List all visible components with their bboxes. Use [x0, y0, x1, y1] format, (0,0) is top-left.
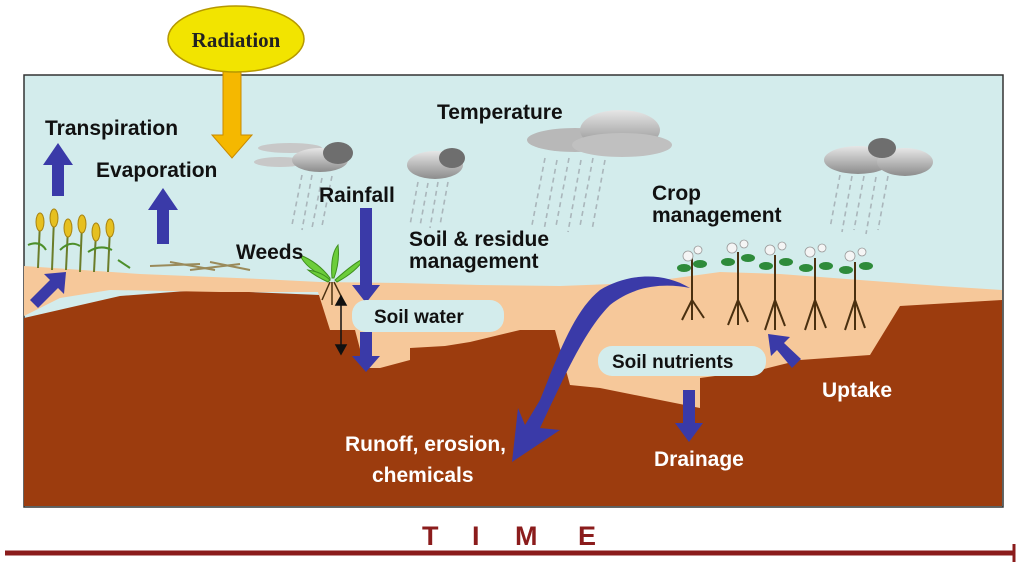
topsoil-layer: [24, 266, 1002, 408]
uptake-from-soil-arrow-left: [30, 272, 66, 308]
crop-management-label-line2: management: [652, 204, 782, 227]
rainfall-arrow: [352, 208, 380, 303]
time-letter: T: [422, 521, 439, 551]
temperature-label: Temperature: [437, 101, 563, 124]
runoff-label-line2: chemicals: [372, 464, 474, 487]
cloud-icon: [824, 138, 933, 176]
rainfall-label: Rainfall: [319, 184, 395, 207]
soil-residue-label-line1: Soil & residue: [409, 228, 549, 251]
time-letter: I: [472, 521, 480, 551]
evaporation-arrow: [148, 188, 178, 244]
time-letter: E: [578, 521, 596, 551]
soil-nutrients-box: [598, 346, 766, 376]
transpiration-arrow: [43, 143, 73, 196]
cloud-icon: [254, 142, 353, 172]
infiltration-arrow: [352, 332, 380, 372]
runoff-label-line1: Runoff, erosion,: [345, 433, 506, 456]
radiation-arrow: [210, 64, 254, 159]
rain-icon: [291, 157, 889, 235]
weeds-label: Weeds: [236, 241, 303, 264]
time-letter: M: [515, 521, 538, 551]
crop-plant-icon: [677, 239, 873, 331]
soil-water-label: Soil water: [374, 307, 464, 328]
drainage-label: Drainage: [654, 448, 744, 471]
drainage-arrow: [675, 390, 703, 442]
uptake-arrow: [768, 334, 801, 368]
soil-water-box: [352, 300, 504, 332]
residue-icon: [149, 261, 251, 271]
root-depth-arrow: [334, 294, 348, 356]
wheat-crop-icon: [27, 208, 131, 273]
soil-residue-label-line2: management: [409, 250, 539, 273]
cloud-icon: [407, 148, 465, 179]
soil-nutrients-label: Soil nutrients: [612, 352, 733, 373]
crop-management-label-line1: Crop: [652, 182, 701, 205]
uptake-label: Uptake: [822, 379, 892, 402]
runoff-arrow: [512, 276, 690, 462]
transpiration-label: Transpiration: [45, 117, 178, 140]
cloud-icon: [527, 110, 672, 157]
radiation-label: Radiation: [192, 28, 281, 52]
evaporation-label: Evaporation: [96, 159, 217, 182]
radiation-sun: [167, 5, 305, 73]
